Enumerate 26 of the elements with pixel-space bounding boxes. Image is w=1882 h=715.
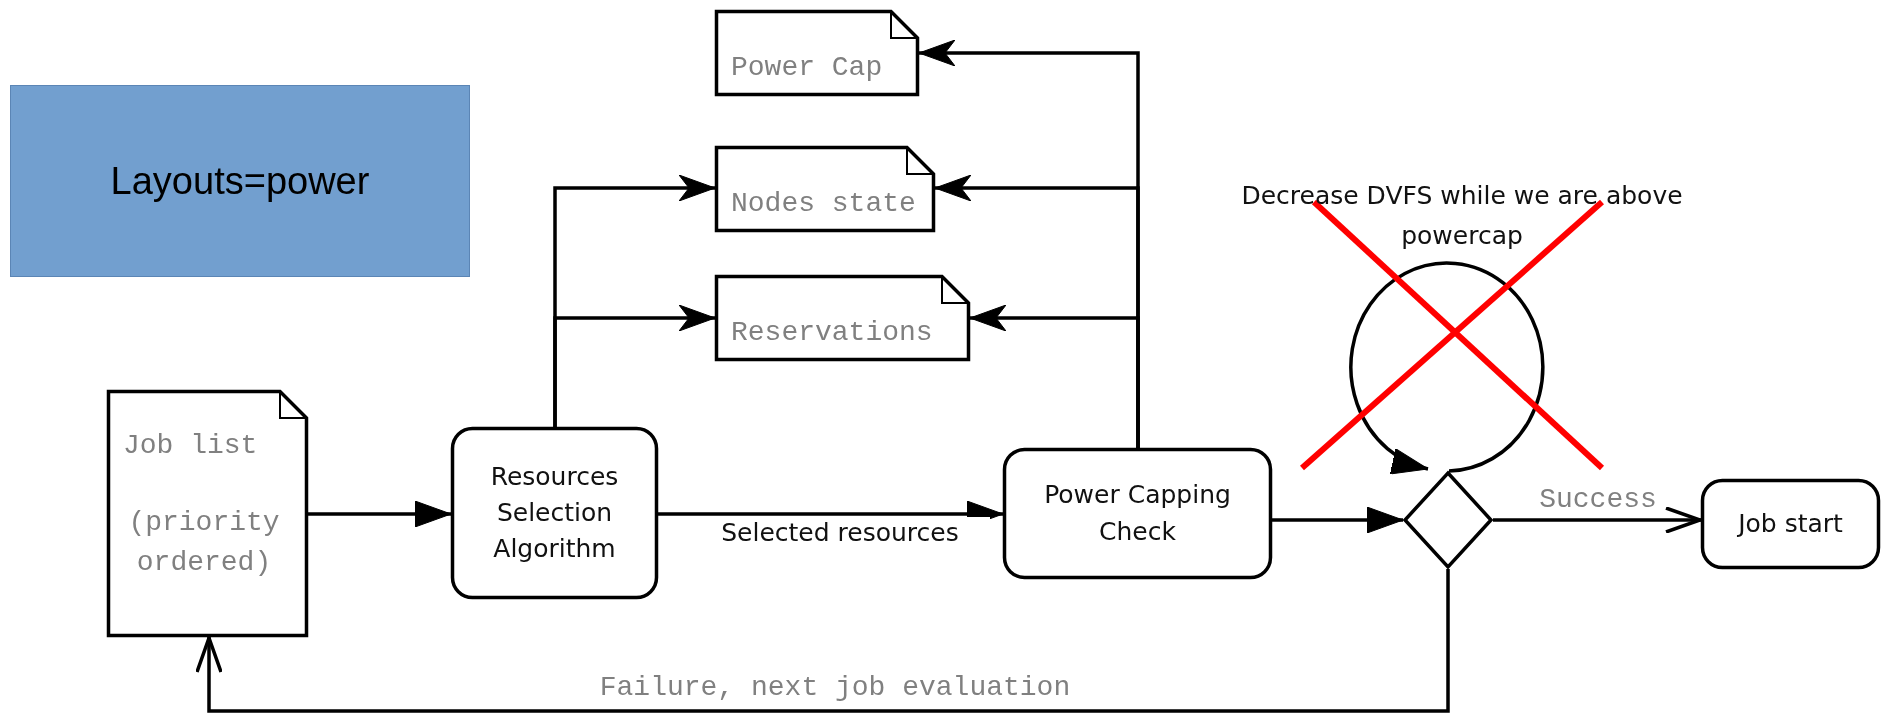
node-label: (priority ordered) xyxy=(127,505,281,581)
node-label: Resources Selection Algorithm xyxy=(489,460,620,566)
arrow xyxy=(308,500,452,528)
document-shape xyxy=(715,10,919,96)
document-shape xyxy=(715,146,935,232)
decision-diamond xyxy=(1403,471,1493,569)
node-label: Job list xyxy=(123,429,259,463)
arrow xyxy=(553,304,716,427)
node-label: Job start xyxy=(1738,507,1843,540)
process-box xyxy=(1701,479,1880,569)
arrow xyxy=(969,304,1140,448)
document-shape xyxy=(715,275,970,361)
node-label: Reservations xyxy=(731,317,934,348)
edge-label: Decrease DVFS while we are above powercap xyxy=(1240,180,1684,252)
document-shape xyxy=(107,390,308,637)
heading-box xyxy=(10,85,470,277)
arrow xyxy=(1272,506,1404,534)
process-box xyxy=(451,427,658,599)
node-label: Layouts=power xyxy=(110,159,370,203)
node-label: Power Cap xyxy=(731,52,884,83)
node-label: Nodes state xyxy=(731,188,917,219)
arrow xyxy=(195,569,1450,713)
arrow xyxy=(1349,261,1545,473)
process-box xyxy=(1003,448,1272,579)
arrow xyxy=(1493,506,1702,534)
node-label: Power Capping Check xyxy=(1043,479,1232,548)
